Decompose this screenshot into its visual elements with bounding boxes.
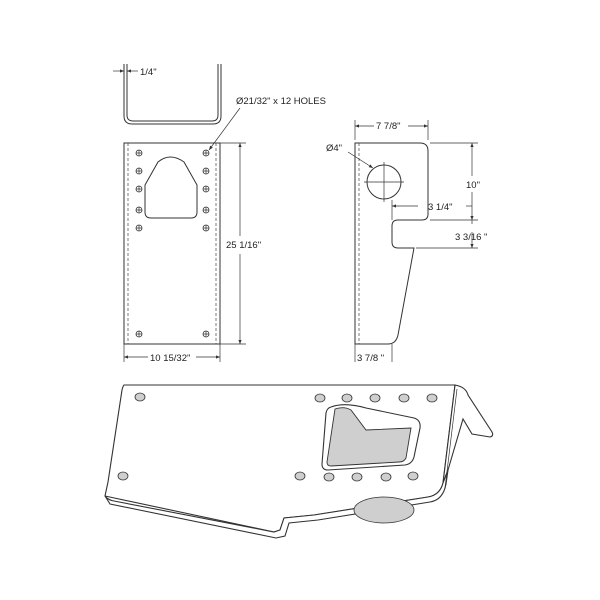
- side-view: Ø4" 7 7/8" 10" 3 1/4" 3 3/16 " 3 7/8 ": [326, 120, 487, 364]
- thickness-label: 1/4": [140, 67, 157, 78]
- width-label: 10 15/32": [150, 353, 190, 364]
- side-hole-centerlines: [364, 162, 404, 202]
- hole-marker: [135, 167, 143, 175]
- iso-right-flange: [442, 384, 494, 484]
- iso-bend-line: [444, 388, 458, 489]
- hole-marker: [202, 185, 210, 193]
- front-view: Ø21/32" x 12 HOLES 25 1/16" 10 15/32": [123, 96, 326, 364]
- iso-hole: [294, 471, 306, 481]
- hole-marker: [135, 206, 143, 214]
- big-hole-leader: [347, 151, 374, 169]
- iso-bottom-lip: [104, 469, 449, 539]
- front-holes: [135, 149, 210, 338]
- iso-hole: [380, 472, 392, 482]
- top-view: 1/4": [113, 64, 222, 125]
- hole-marker: [202, 330, 210, 338]
- holes-leader: [208, 107, 241, 151]
- hole-marker: [135, 185, 143, 193]
- iso-hole: [351, 472, 363, 482]
- notch-depth-label: 3 1/4": [428, 202, 453, 213]
- iso-hole: [398, 393, 410, 403]
- holes-note-label: Ø21/32" x 12 HOLES: [236, 96, 326, 107]
- hole-marker: [202, 224, 210, 232]
- height-label: 25 1/16": [226, 240, 261, 251]
- isometric-view: [104, 384, 494, 539]
- hole-marker: [135, 149, 143, 157]
- botwidth-label: 3 7/8 ": [357, 353, 384, 364]
- iso-big-hole: [353, 496, 415, 524]
- hole-marker: [135, 224, 143, 232]
- side-outline: [354, 142, 429, 345]
- hole-marker: [202, 206, 210, 214]
- iso-hole: [314, 393, 326, 403]
- iso-hole: [341, 393, 353, 403]
- front-outline: [123, 142, 221, 345]
- iso-hole: [407, 471, 419, 481]
- big-hole-label: Ø4": [326, 143, 342, 154]
- hole-marker: [135, 330, 143, 338]
- hole-marker: [202, 149, 210, 157]
- iso-hole: [117, 471, 129, 481]
- iso-hole: [426, 393, 438, 403]
- u-channel-profile: [123, 64, 222, 125]
- hole-marker: [202, 167, 210, 175]
- iso-hole: [134, 392, 146, 402]
- front-cutout: [144, 156, 198, 219]
- iso-hole: [369, 393, 381, 403]
- topwidth-label: 7 7/8": [376, 121, 401, 132]
- side-height-label: 10": [466, 180, 480, 191]
- iso-hole: [323, 472, 335, 482]
- notch-height-label: 3 3/16 ": [455, 232, 487, 243]
- iso-holes: [117, 392, 438, 482]
- iso-cutout-inner: [326, 407, 412, 467]
